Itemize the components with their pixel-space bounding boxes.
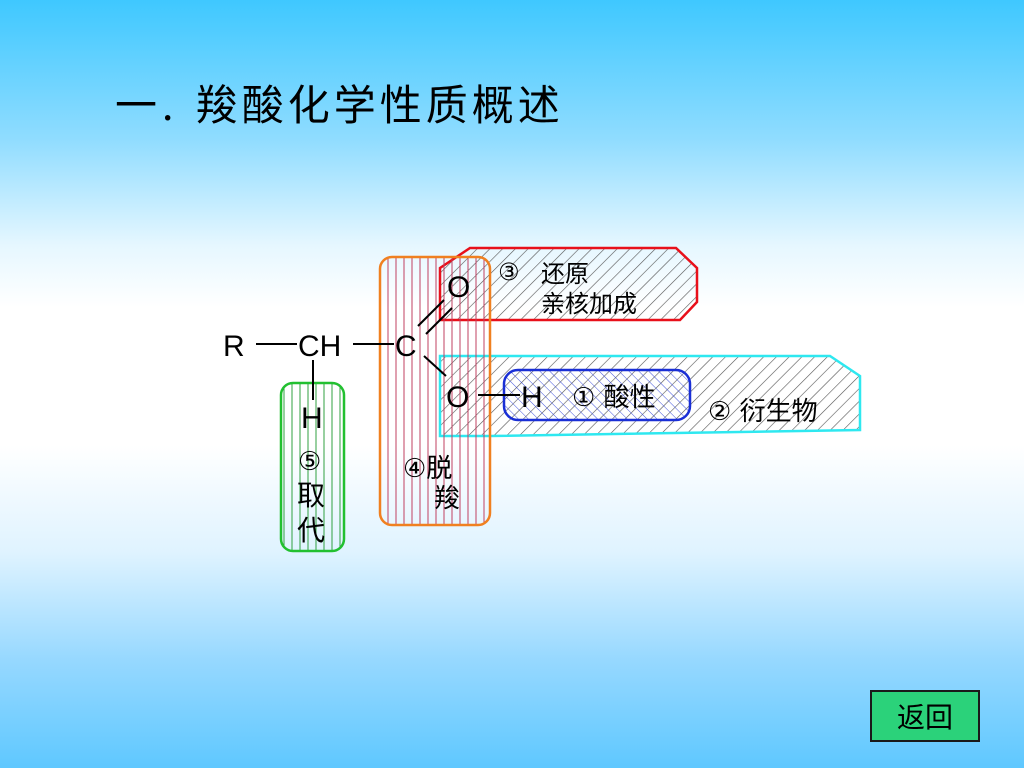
atom-h-alpha: H bbox=[301, 402, 323, 435]
decarboxylation-label-line1: ④脱 bbox=[403, 454, 452, 484]
atom-c: C bbox=[395, 330, 417, 363]
substitution-label-line1: 取 bbox=[297, 479, 325, 512]
substitution-label-line2: 代 bbox=[297, 514, 325, 547]
nucleophilic-addition-label: 亲核加成 bbox=[541, 290, 637, 318]
page-title: 一. 羧酸化学性质概述 bbox=[115, 81, 564, 130]
atom-o-hydroxyl: O bbox=[446, 381, 469, 414]
substitution-number: ⑤ bbox=[298, 447, 321, 477]
decarboxylation-label-line2: 羧 bbox=[434, 484, 460, 514]
reduction-label: 还原 bbox=[541, 260, 589, 288]
acidity-label: ① 酸性 bbox=[572, 383, 656, 413]
derivative-label: ② 衍生物 bbox=[708, 397, 818, 427]
reduction-number: ③ bbox=[498, 258, 520, 286]
back-button[interactable]: 返回 bbox=[870, 690, 980, 742]
atom-r: R bbox=[223, 330, 245, 363]
atom-h-acidic: H bbox=[521, 381, 543, 414]
atom-ch: CH bbox=[298, 330, 341, 363]
bonds bbox=[256, 299, 520, 400]
decarboxylation-region bbox=[378, 255, 492, 527]
atom-o-carbonyl: O bbox=[447, 271, 470, 304]
